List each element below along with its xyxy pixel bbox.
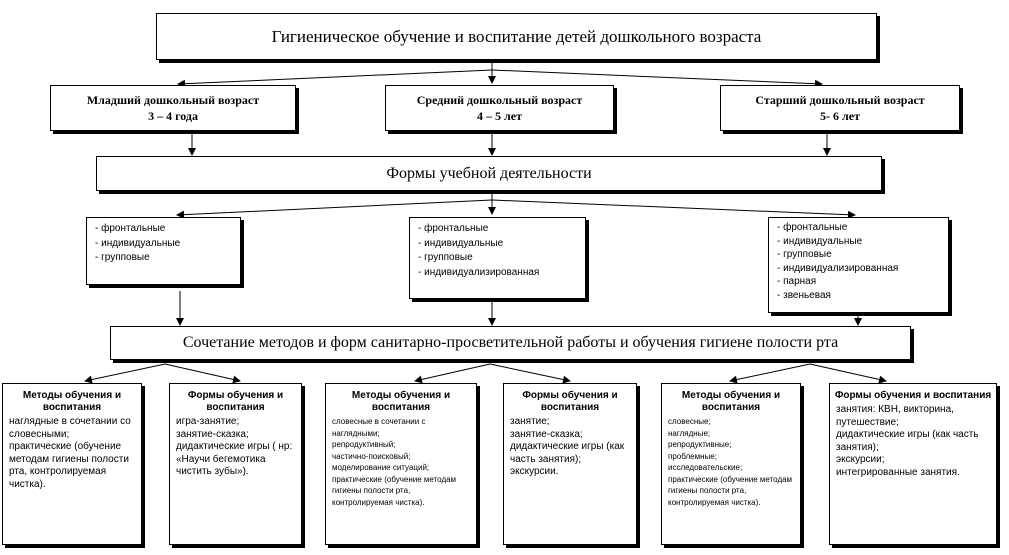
box-heading: Формы обучения и воспитания bbox=[834, 390, 992, 401]
age-range: 3 – 4 года bbox=[148, 109, 198, 123]
list-item: звеньевая bbox=[777, 289, 948, 303]
list-item: словесные; bbox=[668, 417, 711, 426]
methods-box-middle: Методы обучения и воспитания словесные в… bbox=[325, 383, 477, 545]
list-item: занятие-сказка; bbox=[510, 428, 583, 440]
list-item: игра-занятие; bbox=[176, 416, 240, 427]
methods-box-older: Методы обучения и воспитания словесные; … bbox=[661, 383, 801, 545]
forms-box-middle: Формы обучения и воспитания занятие; зан… bbox=[503, 383, 637, 545]
list-item: наглядные в сочетании со словесными; bbox=[9, 416, 131, 440]
age-name: Старший дошкольный возраст bbox=[755, 93, 925, 107]
form-list-older: фронтальные индивидуальные групповые инд… bbox=[768, 217, 949, 313]
list-item: исследовательские; bbox=[668, 463, 743, 472]
forms-box-younger: Формы обучения и воспитания игра-занятие… bbox=[169, 383, 302, 545]
box-heading: Формы обучения и воспитания bbox=[187, 390, 284, 413]
list-item: занятие; bbox=[510, 416, 550, 427]
list-item: парная bbox=[777, 275, 948, 289]
list-item: групповые bbox=[777, 248, 948, 262]
forms-title: Формы учебной деятельности bbox=[96, 156, 882, 191]
list-item: групповые bbox=[418, 251, 585, 266]
box-heading: Методы обучения и воспитания bbox=[681, 390, 781, 413]
list-item: индивидуализированная bbox=[418, 266, 585, 281]
list-item: частично-поисковый; bbox=[332, 451, 411, 461]
list-item: интегрированные занятия. bbox=[836, 466, 960, 478]
list-item: практические (обучение методам гигиены п… bbox=[332, 474, 457, 507]
list-item: дидактические игры ( нр: «Научи бегемоти… bbox=[176, 441, 293, 477]
list-item: экскурсии; bbox=[836, 454, 885, 465]
list-item: репродуктивный; bbox=[332, 440, 396, 449]
list-item: наглядные; bbox=[668, 428, 711, 438]
age-name: Средний дошкольный возраст bbox=[416, 93, 583, 107]
list-item: индивидуальные bbox=[95, 237, 240, 252]
list-item: экскурсии. bbox=[510, 466, 559, 477]
form-list-middle: фронтальные индивидуальные групповые инд… bbox=[409, 217, 586, 299]
list-item: дидактические игры (как часть занятия); bbox=[510, 441, 625, 465]
list-item: групповые bbox=[95, 251, 240, 266]
list-item: индивидуальные bbox=[418, 237, 585, 252]
age-range: 4 – 5 лет bbox=[477, 109, 522, 123]
list-item: фронтальные bbox=[95, 222, 240, 237]
list-item: моделирование ситуаций; bbox=[332, 463, 430, 472]
box-heading: Методы обучения и воспитания bbox=[351, 390, 451, 413]
list-item: фронтальные bbox=[777, 221, 948, 235]
box-heading: Формы обучения и воспитания bbox=[522, 390, 618, 413]
list-item: дидактические игры (как часть занятия); bbox=[836, 429, 979, 453]
forms-box-older: Формы обучения и воспитания занятия: КВН… bbox=[829, 383, 997, 545]
list-item: фронтальные bbox=[418, 222, 585, 237]
age-box-middle: Средний дошкольный возраст 4 – 5 лет bbox=[385, 85, 614, 131]
form-list-younger: фронтальные индивидуальные групповые bbox=[86, 217, 241, 285]
methods-box-younger: Методы обучения и воспитания наглядные в… bbox=[2, 383, 142, 545]
list-item: словесные в сочетании с наглядными; bbox=[332, 417, 426, 438]
diagram-title: Гигиеническое обучение и воспитание дете… bbox=[156, 13, 877, 60]
list-item: индивидуальные bbox=[777, 235, 948, 249]
list-item: занятие-сказка; bbox=[176, 428, 249, 440]
age-box-younger: Младший дошкольный возраст 3 – 4 года bbox=[50, 85, 296, 131]
age-name: Младший дошкольный возраст bbox=[86, 93, 260, 107]
age-range: 5- 6 лет bbox=[820, 109, 860, 123]
list-item: практические (обучение методам гигиены п… bbox=[9, 441, 129, 490]
list-item: занятия: КВН, викторина, путешествие; bbox=[836, 404, 954, 428]
list-item: проблемные; bbox=[668, 451, 717, 461]
combo-title: Сочетание методов и форм санитарно-просв… bbox=[110, 326, 911, 360]
list-item: практические (обучение методам гигиены п… bbox=[668, 474, 793, 507]
box-heading: Методы обучения и воспитания bbox=[22, 390, 122, 413]
list-item: индивидуализированная bbox=[777, 262, 948, 276]
age-box-older: Старший дошкольный возраст 5- 6 лет bbox=[720, 85, 960, 131]
list-item: репродуктивные; bbox=[668, 440, 732, 449]
